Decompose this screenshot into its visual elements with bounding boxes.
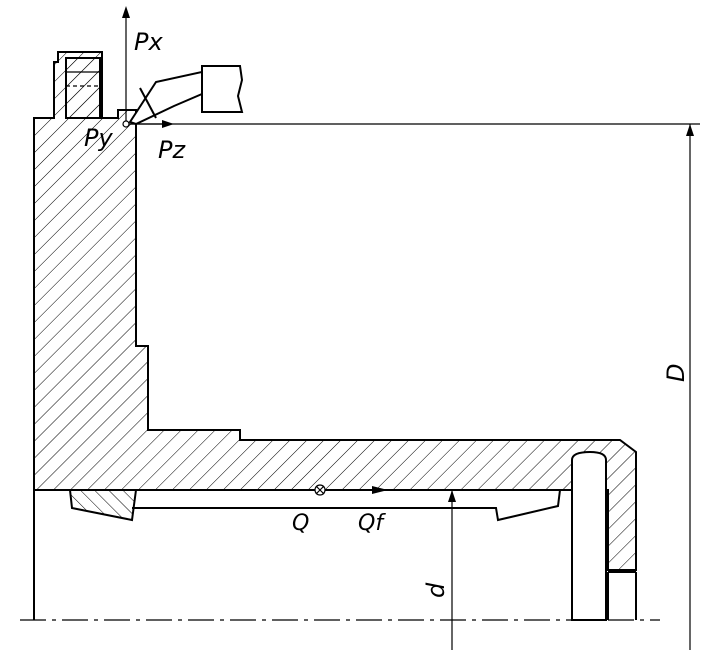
top-lug <box>65 57 101 119</box>
label-d-outer: D <box>662 364 690 382</box>
label-d-inner: d <box>422 582 450 598</box>
tool-tip-point <box>122 120 130 128</box>
left-bushing <box>68 489 138 522</box>
label-pz: Pz <box>158 136 186 164</box>
label-qf: Qf <box>358 511 386 536</box>
label-px: Px <box>134 28 163 56</box>
dimension-d-inner <box>448 490 456 650</box>
qf-arrow <box>372 486 388 494</box>
label-py: Py <box>84 124 113 152</box>
end-ring <box>571 450 607 621</box>
force-pz-arrow <box>126 120 174 128</box>
force-px-arrow <box>122 6 130 124</box>
workpiece-section <box>33 51 637 571</box>
q-marker <box>314 484 326 496</box>
cutting-tool <box>128 65 244 126</box>
dimension-d-outer <box>686 124 694 650</box>
label-q: Q <box>292 511 309 536</box>
